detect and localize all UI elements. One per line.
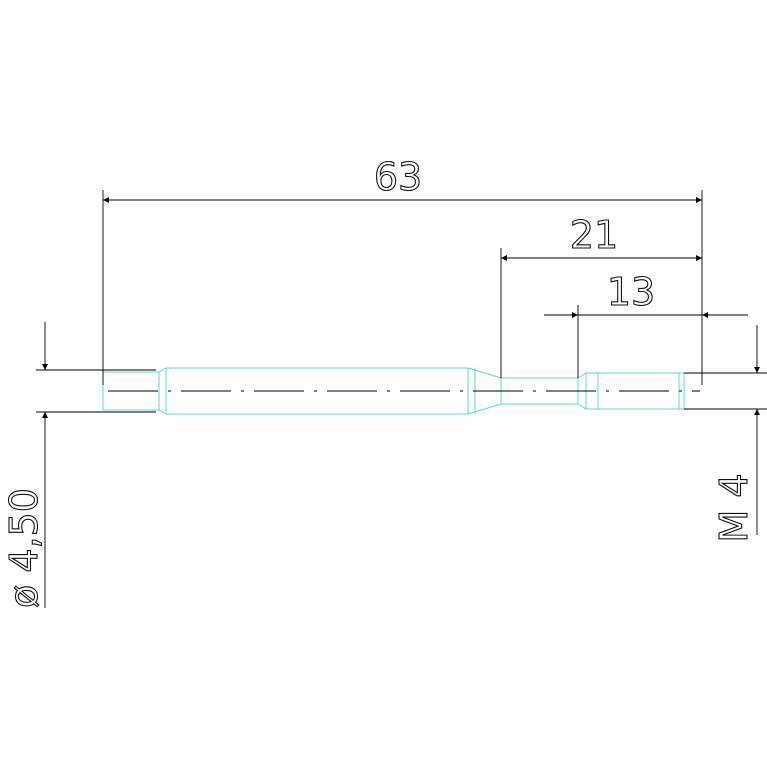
shank-end — [102, 371, 160, 411]
shank-chamfer-top — [158, 367, 167, 373]
dim-label-13: 13 — [607, 270, 655, 314]
dim-label-thread-size: M 4 — [712, 473, 756, 542]
thread-chamfer-top — [577, 372, 587, 379]
shank-chamfer-bottom — [158, 409, 167, 415]
neck-taper-top — [467, 367, 502, 379]
extension-lines — [36, 190, 767, 413]
neck-taper-bottom — [467, 403, 502, 415]
dim-label-overall: 63 — [374, 155, 422, 199]
dim-label-21: 21 — [570, 213, 618, 257]
dim-label-diameter: ø 4,50 — [2, 488, 46, 608]
dimension-lines — [42, 197, 760, 608]
thread-chamfer-bottom — [577, 403, 587, 410]
